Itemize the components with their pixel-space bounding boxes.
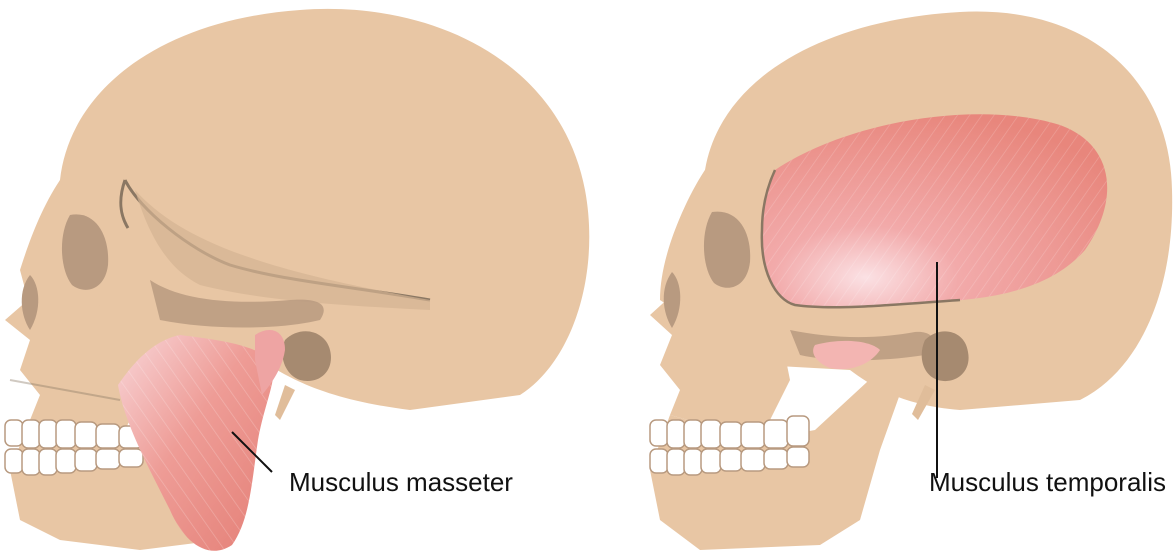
temporalis-label: Musculus temporalis xyxy=(929,467,1166,497)
left-styloid xyxy=(275,385,295,420)
right-ear-canal xyxy=(922,331,969,381)
masseter-label: Musculus masseter xyxy=(289,467,513,497)
